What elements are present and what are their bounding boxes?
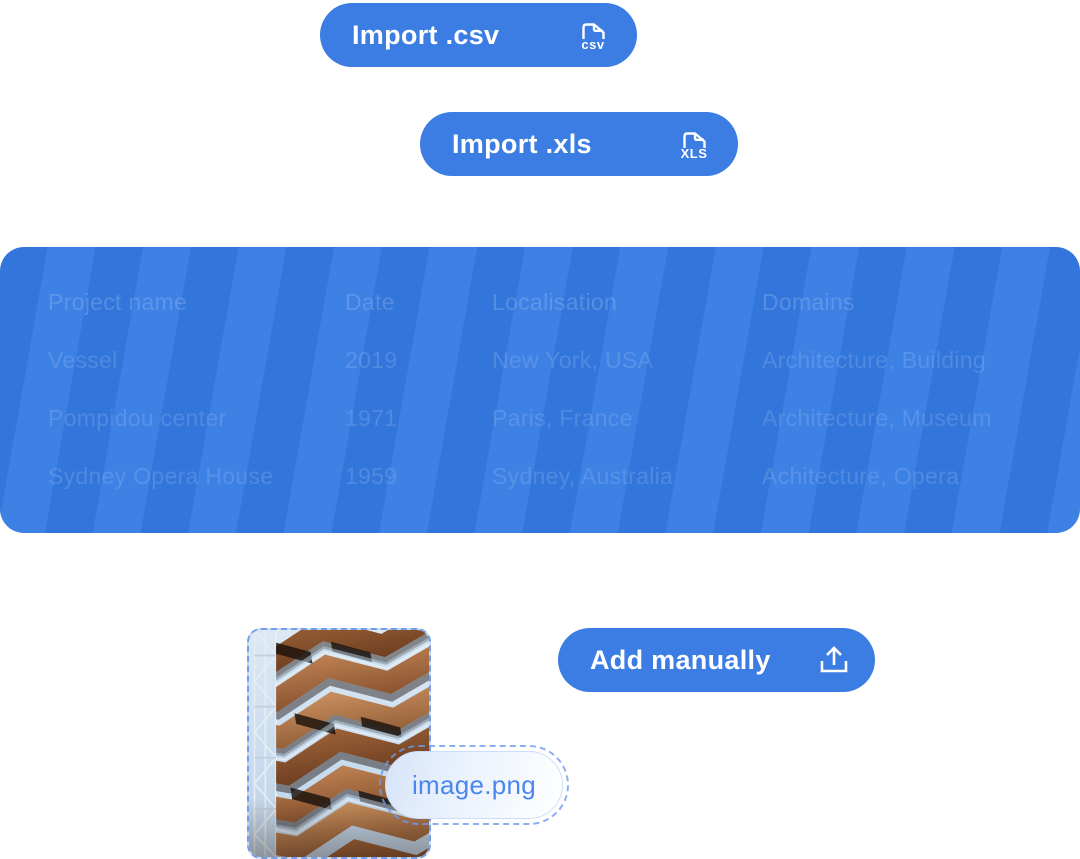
cell-date: 1959 — [345, 463, 398, 489]
cell-date: 2019 — [345, 347, 398, 373]
add-manually-button[interactable]: Add manually — [558, 628, 875, 692]
uploaded-photo-preview — [247, 628, 431, 859]
import-csv-label: Import .csv — [352, 19, 500, 50]
table-row: Sydney Opera House 1959 Sydney, Australi… — [48, 463, 1060, 521]
cell-project-name: Vessel — [48, 347, 118, 373]
column-header: Domains — [762, 289, 855, 315]
column-header: Date — [345, 289, 395, 315]
cell-domains: Achitecture, Opera — [762, 463, 960, 489]
cell-domains: Architecture, Building — [762, 347, 986, 373]
data-preview-panel: Project name Date Localisation Domains V… — [0, 247, 1080, 533]
add-manually-label: Add manually — [590, 644, 771, 675]
cell-localisation: Sydney, Australia — [492, 463, 674, 489]
vessel-photo-graphic — [249, 630, 429, 857]
import-csv-button[interactable]: Import .csv csv — [320, 3, 637, 67]
cell-project-name: Sydney Opera House — [48, 463, 274, 489]
table-header-row: Project name Date Localisation Domains — [48, 289, 1060, 347]
import-xls-button[interactable]: Import .xls XLS — [420, 112, 738, 176]
cell-date: 1971 — [345, 405, 398, 431]
file-chip-label: image.png — [411, 769, 537, 800]
cell-project-name: Pompidou center — [48, 405, 227, 431]
cell-domains: Architecture, Museum — [762, 405, 992, 431]
import-xls-label: Import .xls — [452, 128, 592, 159]
file-chip[interactable]: image.png — [379, 745, 569, 825]
csv-ext-text: csv — [581, 37, 605, 52]
table-row: Vessel 2019 New York, USA Architecture, … — [48, 347, 1060, 405]
cell-localisation: Paris, France — [492, 405, 633, 431]
cell-localisation: New York, USA — [492, 347, 654, 373]
column-header: Project name — [48, 289, 188, 315]
xls-ext-text: XLS — [680, 146, 708, 161]
csv-file-icon: csv — [573, 21, 613, 51]
column-header: Localisation — [492, 289, 618, 315]
xls-file-icon: XLS — [674, 130, 714, 160]
upload-icon — [817, 644, 851, 676]
table-row: Pompidou center 1971 Paris, France Archi… — [48, 405, 1060, 463]
